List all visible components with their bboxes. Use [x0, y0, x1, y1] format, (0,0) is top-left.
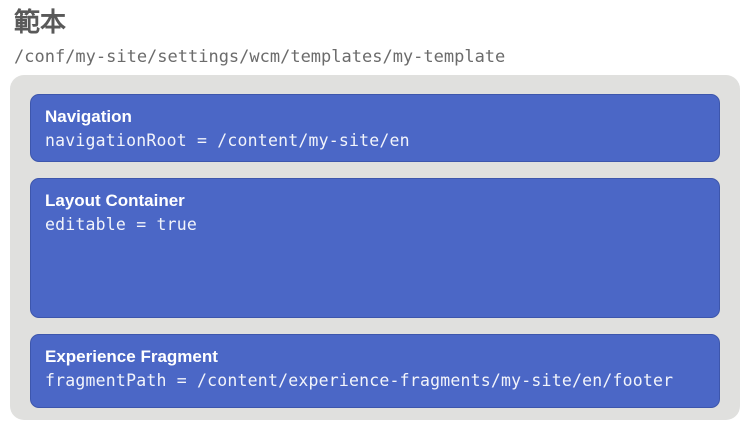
component-name-layout-container: Layout Container: [45, 191, 185, 210]
template-structure-container: Navigation navigationRoot = /content/my-…: [10, 75, 740, 420]
component-name-navigation: Navigation: [45, 107, 132, 126]
component-box-experience-fragment: Experience Fragment fragmentPath = /cont…: [30, 334, 720, 408]
component-name-experience-fragment: Experience Fragment: [45, 347, 218, 366]
component-box-layout-container: Layout Container editable = true: [30, 178, 720, 318]
component-config-experience-fragment: fragmentPath = /content/experience-fragm…: [45, 371, 674, 390]
page-title: 範本: [14, 7, 67, 37]
component-box-navigation: Navigation navigationRoot = /content/my-…: [30, 94, 720, 162]
component-config-navigation: navigationRoot = /content/my-site/en: [45, 131, 410, 150]
template-path: /conf/my-site/settings/wcm/templates/my-…: [14, 47, 506, 67]
component-config-layout-container: editable = true: [45, 215, 198, 234]
